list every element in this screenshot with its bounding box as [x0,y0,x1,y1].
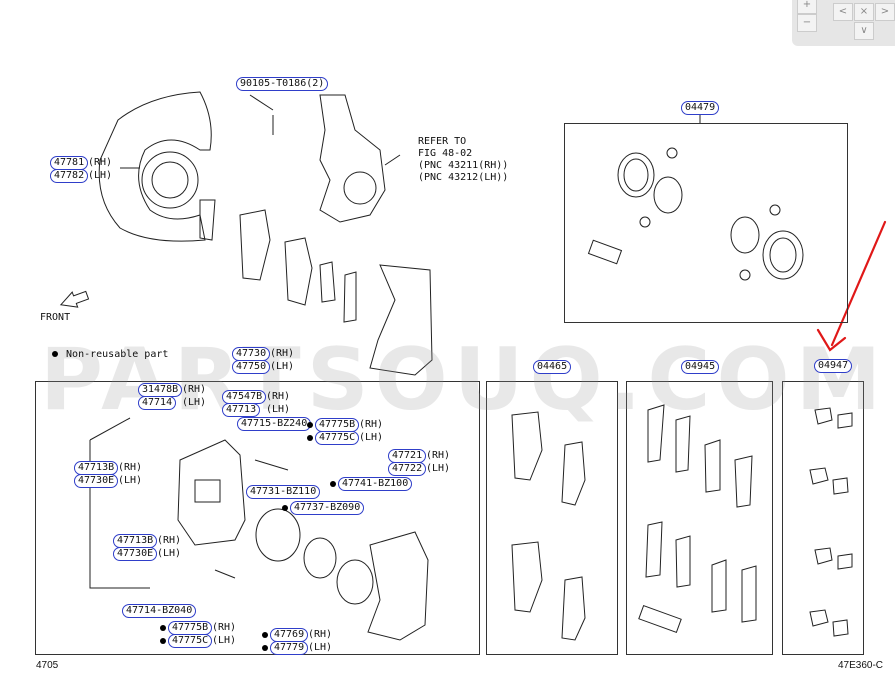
pan-left-button[interactable]: < [833,3,853,21]
callout-47769[interactable]: 47769 [270,628,309,642]
non-reusable-dot [307,435,313,441]
legend-non-reusable: Non-reusable part [52,349,168,361]
callout-47731[interactable]: 47731-BZ110 [246,485,321,499]
label-lh: (LH) [212,635,237,646]
callout-47722[interactable]: 47722 [388,462,427,476]
callout-47547b[interactable]: 47547B [222,390,267,404]
bullet-icon [52,351,58,357]
callout-47775b-2[interactable]: 47775B [168,621,213,635]
non-reusable-dot [160,638,166,644]
label-rh: (RH) [182,384,207,395]
callout-47714[interactable]: 47714 [138,396,177,410]
caliper-box [35,381,480,655]
pan-down-button[interactable]: ∨ [854,22,874,40]
label-lh: (LH) [308,642,333,653]
label-lh: (LH) [118,475,143,486]
refer-note: REFER TO FIG 48-02 (PNC 43211(RH)) (PNC … [418,136,508,184]
label-rh: (RH) [308,629,333,640]
callout-47713[interactable]: 47713 [222,403,261,417]
front-label: FRONT [40,312,71,323]
label-rh: (RH) [359,419,384,430]
label-rh: (RH) [266,391,291,402]
callout-47750[interactable]: 47750 [232,360,271,374]
callout-90105[interactable]: 90105-T0186(2) [236,77,329,91]
label-rh: (RH) [270,348,295,359]
footer-illustration-id: 47E360-C [838,660,884,671]
callout-47713b[interactable]: 47713B [74,461,119,475]
kit-box-04945 [626,381,773,655]
callout-47730e[interactable]: 47730E [74,474,119,488]
label-rh: (RH) [88,157,113,168]
refer-line-2: FIG 48-02 [418,148,473,159]
callout-47779[interactable]: 47779 [270,641,309,655]
zoom-out-button[interactable]: − [797,14,817,32]
callout-47741[interactable]: 47741-BZ100 [338,477,413,491]
callout-47782[interactable]: 47782 [50,169,89,183]
non-reusable-dot [330,481,336,487]
legend-text: Non-reusable part [66,349,169,360]
callout-04479[interactable]: 04479 [681,101,720,115]
kit-box-04465 [486,381,618,655]
label-lh: (LH) [426,463,451,474]
pan-right-button[interactable]: > [875,3,895,21]
label-lh: (LH) [157,548,182,559]
label-lh: (LH) [182,397,207,408]
label-rh: (RH) [157,535,182,546]
non-reusable-dot [160,625,166,631]
callout-31478b[interactable]: 31478B [138,383,183,397]
steering-knuckle-drawing [319,94,386,223]
callout-47775b[interactable]: 47775B [315,418,360,432]
callout-47730e-2[interactable]: 47730E [113,547,158,561]
red-annotation-arrow [816,220,887,352]
callout-47775c-2[interactable]: 47775C [168,634,213,648]
label-lh: (LH) [270,361,295,372]
callout-47715[interactable]: 47715-BZ240 [237,417,312,431]
callout-04947[interactable]: 04947 [814,359,853,373]
callout-47737[interactable]: 47737-BZ090 [290,501,365,515]
dust-shield-drawing [98,91,212,242]
footer-page-ref: 4705 [36,660,59,671]
label-rh: (RH) [212,622,237,633]
label-rh: (RH) [118,462,143,473]
non-reusable-dot [262,632,268,638]
callout-47730[interactable]: 47730 [232,347,271,361]
non-reusable-dot [262,645,268,651]
refer-line-1: REFER TO [418,136,467,147]
callout-47714-bz040[interactable]: 47714-BZ040 [122,604,197,618]
callout-47775c[interactable]: 47775C [315,431,360,445]
viewer-nav-control: + − < × > ∨ [792,0,895,46]
callout-04465[interactable]: 04465 [533,360,572,374]
label-rh: (RH) [426,450,451,461]
callout-47713b-2[interactable]: 47713B [113,534,158,548]
label-lh: (LH) [266,404,291,415]
label-lh: (LH) [359,432,384,443]
caliper-drawing [177,439,246,546]
kit-box-04947 [782,381,864,655]
close-button[interactable]: × [854,3,874,21]
callout-47781[interactable]: 47781 [50,156,89,170]
refer-line-3: (PNC 43211(RH)) [418,160,509,171]
non-reusable-dot [307,422,313,428]
callout-47721[interactable]: 47721 [388,449,427,463]
non-reusable-dot [282,505,288,511]
callout-04945[interactable]: 04945 [681,360,720,374]
label-lh: (LH) [88,170,113,181]
kit-box-04479 [564,123,848,323]
zoom-in-button[interactable]: + [797,0,817,14]
refer-line-4: (PNC 43212(LH)) [418,172,509,183]
